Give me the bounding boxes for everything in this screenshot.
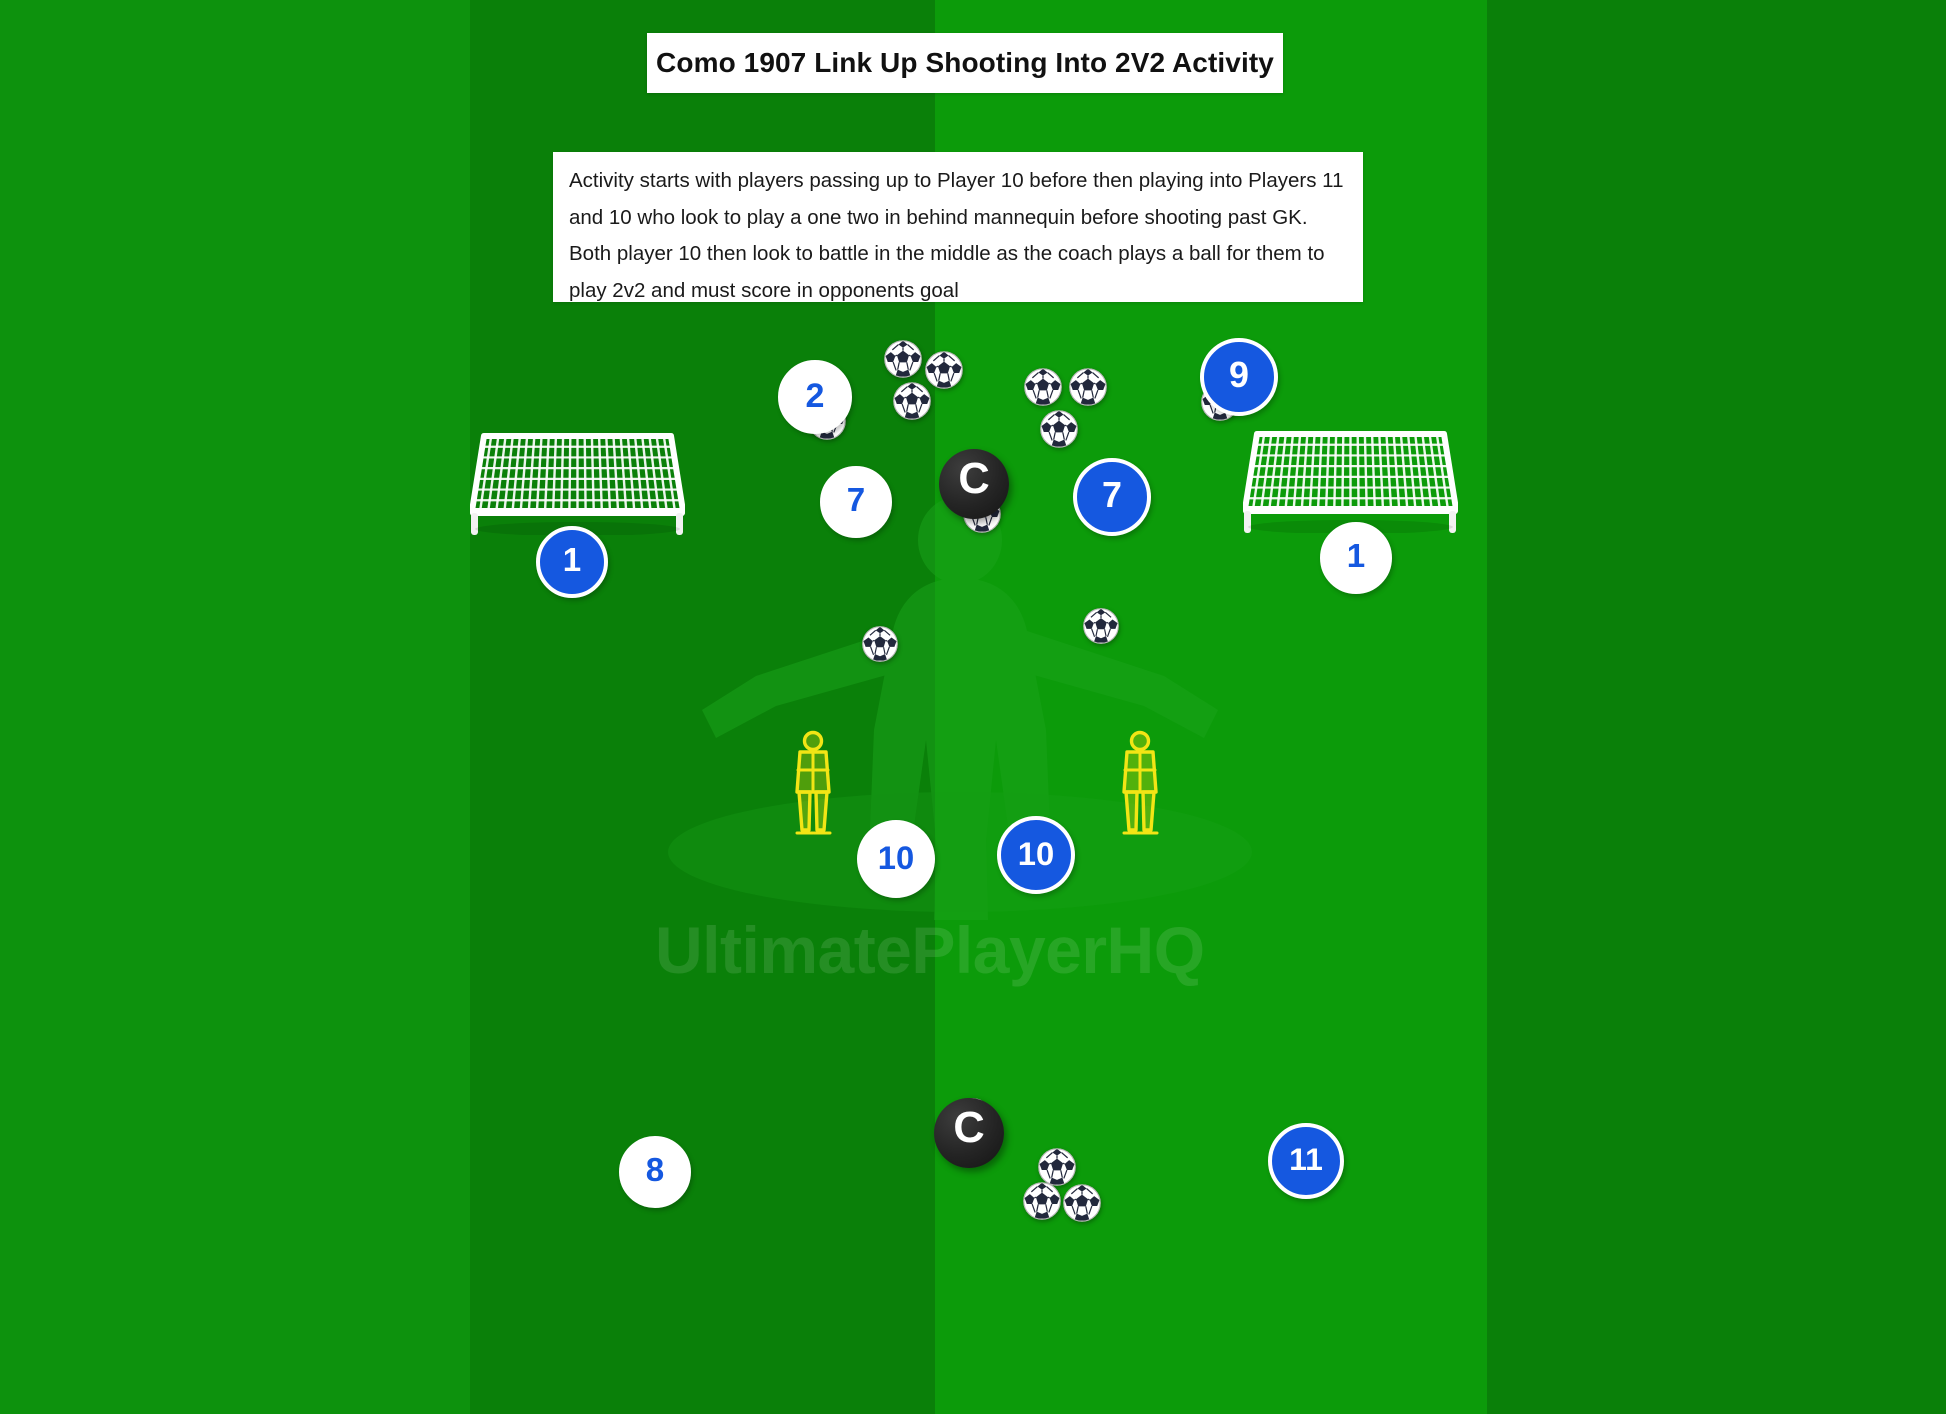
mannequin-right (1110, 730, 1170, 840)
player-number-label: 11 (1289, 1141, 1323, 1178)
ball-3 (893, 382, 931, 420)
ball-14 (1023, 1182, 1061, 1220)
player-number-label: 1 (1346, 538, 1366, 576)
player-9[interactable]: 9 (1200, 338, 1278, 416)
page-title: Como 1907 Link Up Shooting Into 2V2 Acti… (656, 47, 1274, 78)
ball-6 (1040, 410, 1078, 448)
ball-11 (1083, 608, 1119, 644)
player-10-blue[interactable]: 10 (997, 816, 1075, 894)
ball-10 (862, 626, 898, 662)
player-number-label: 8 (645, 1152, 665, 1190)
player-1-right[interactable]: 1 (1320, 522, 1392, 594)
coach-letter-label: C (953, 1104, 985, 1153)
ball-1 (884, 340, 922, 378)
ball-4 (1024, 368, 1062, 406)
activity-description-box: Activity starts with players passing up … (553, 152, 1363, 302)
player-number-label: 10 (877, 838, 915, 876)
ball-13 (1038, 1148, 1076, 1186)
player-7-white[interactable]: 7 (820, 466, 892, 538)
goal-left (470, 430, 685, 535)
description-line-1: Activity starts with players passing up … (569, 169, 1344, 192)
player-number-label: 7 (846, 482, 866, 520)
player-7-blue[interactable]: 7 (1073, 458, 1151, 536)
ball-15 (1063, 1184, 1101, 1222)
player-number-label: 1 (562, 542, 582, 580)
player-2[interactable]: 2 (778, 360, 852, 434)
player-8[interactable]: 8 (619, 1136, 691, 1208)
coach-top[interactable]: C (939, 449, 1009, 519)
player-number-label: 9 (1229, 355, 1249, 396)
player-1-left[interactable]: 1 (536, 526, 608, 598)
description-line-3: Both player 10 then look to battle in th… (569, 242, 1325, 266)
player-number-label: 2 (805, 376, 825, 415)
band-right-dark (1487, 0, 1946, 1414)
activity-title-box: Como 1907 Link Up Shooting Into 2V2 Acti… (647, 33, 1283, 93)
mannequin-left (783, 730, 843, 840)
coach-letter-label: C (958, 455, 990, 504)
player-number-label: 10 (1017, 834, 1055, 872)
description-line-4: play 2v2 and must score in opponents goa… (569, 278, 959, 302)
player-number-label: 7 (1102, 475, 1122, 516)
ball-2 (925, 351, 963, 389)
ball-5 (1069, 368, 1107, 406)
coach-bottom[interactable]: C (934, 1098, 1004, 1168)
goal-right (1243, 428, 1458, 533)
player-11[interactable]: 11 (1268, 1123, 1344, 1199)
player-10-white[interactable]: 10 (857, 820, 935, 898)
description-line-2: and 10 who look to play a one two in beh… (569, 205, 1308, 229)
